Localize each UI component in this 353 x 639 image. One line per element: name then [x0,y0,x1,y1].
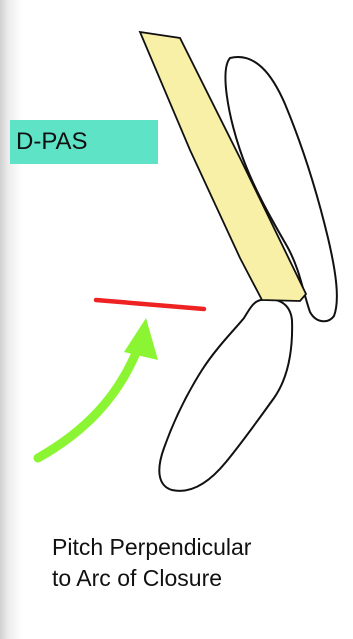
caption: Pitch Perpendicular to Arc of Closure [52,532,348,594]
caption-line-2: to Arc of Closure [52,563,348,594]
arc-of-closure-arrow [38,348,138,458]
arrow-head [124,318,158,360]
pitch-line [96,300,204,309]
dpas-label: D-PAS [10,120,158,164]
lower-tooth-outline [159,299,292,491]
caption-line-1: Pitch Perpendicular [52,532,348,563]
